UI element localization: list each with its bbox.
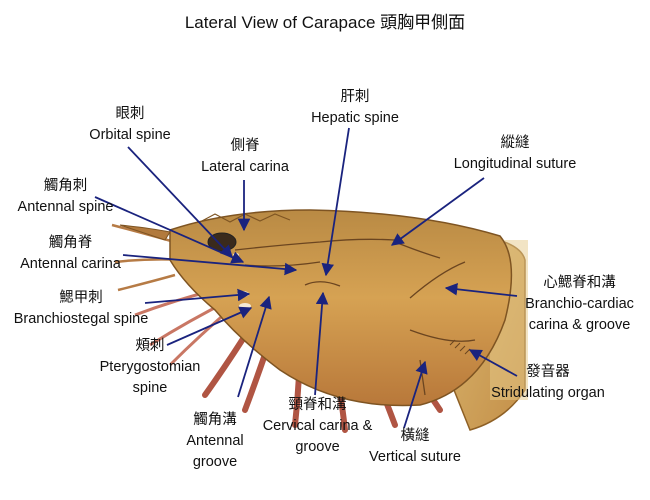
label-stridulating-organ: 發音器 Stridulating organ — [491, 364, 605, 401]
label-lateral-carina: 側脊 Lateral carina — [201, 138, 289, 175]
label-antennal-groove: 觸角溝 Antennal groove — [186, 412, 244, 470]
label-cervical-carina: 頸脊和溝 Cervical carina & groove — [262, 397, 373, 455]
label-vertical-suture: 橫縫 Vertical suture — [369, 428, 461, 465]
arrow-pterygostomian — [166, 306, 253, 346]
label-pterygostomian-spine: 頰刺 Pterygostomian spine — [99, 338, 201, 396]
arrow-antennal-carina — [122, 254, 298, 276]
label-branchio-cardiac: 心鰓脊和溝 Branchio-cardiac carina & groove — [525, 275, 634, 333]
label-orbital-spine: 眼刺 Orbital spine — [89, 106, 171, 143]
arrow-hepatic — [321, 127, 350, 277]
label-hepatic-spine: 肝刺 Hepatic spine — [311, 89, 399, 126]
arrow-stridulating — [468, 349, 518, 377]
annotation-arrows — [94, 127, 518, 429]
rostrum — [119, 224, 171, 241]
stridulating-ridges — [449, 339, 471, 355]
label-longitudinal-suture: 縱縫 Longitudinal suture — [453, 135, 577, 172]
label-antennal-spine: 觸角刺 Antennal spine — [17, 178, 114, 215]
arrow-branchiostegal — [144, 288, 251, 304]
arrow-vertical-suture — [403, 360, 428, 429]
arrow-longitudinal — [390, 177, 485, 246]
label-branchiostegal-spine: 鰓甲刺 Branchiostegal spine — [13, 290, 149, 327]
arrow-orbital — [127, 146, 233, 258]
label-antennal-carina: 觸角脊 Antennal carina — [20, 235, 121, 272]
diagram-title: Lateral View of Carapace 頭胸甲側面 — [184, 13, 466, 32]
arrow-cervical — [314, 291, 329, 396]
arrow-branchio-cardiac — [444, 283, 518, 297]
carapace — [169, 209, 513, 407]
arrow-antennal-groove — [237, 295, 272, 398]
arrow-antennal-spine — [94, 196, 245, 264]
